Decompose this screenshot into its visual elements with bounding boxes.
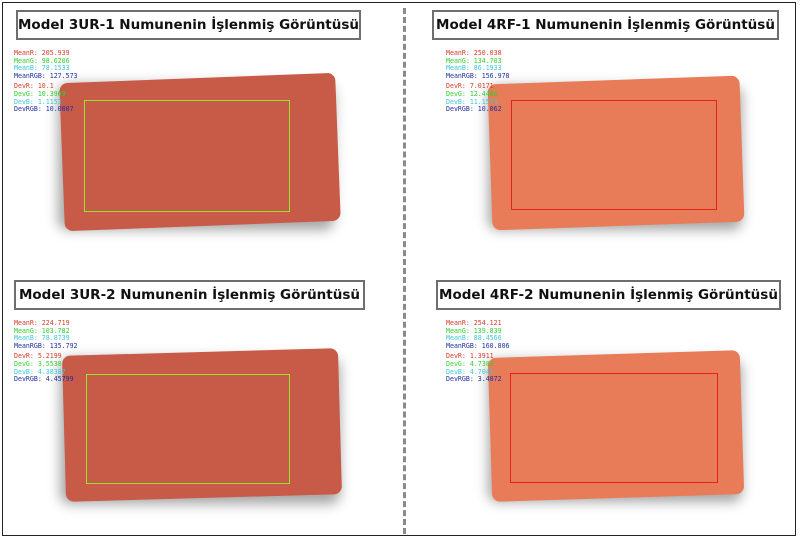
panel-title: Model 4RF-1 Numunenin İşlenmiş Görüntüsü	[432, 10, 779, 40]
mean-rgb: MeanRGB: 160.806	[446, 341, 510, 350]
stats-block: MeanR: 250.038 MeanG: 134.703 MeanB: 86.…	[446, 49, 510, 114]
mean-r: MeanR: 250.038	[446, 49, 502, 57]
dev-b: DevB: 11.1573	[446, 97, 498, 106]
mean-r: MeanR: 205.939	[14, 49, 70, 57]
panel-title: Model 4RF-2 Numunenin İşlenmiş Görüntüsü	[436, 280, 781, 310]
mean-g: MeanG: 139.839	[446, 326, 502, 335]
dev-b: DevB: 4.7041	[446, 367, 494, 376]
mean-g: MeanG: 134.703	[446, 56, 502, 65]
roi-rectangle	[84, 100, 290, 212]
mean-r: MeanR: 254.121	[446, 319, 502, 327]
mean-rgb: MeanRGB: 156.978	[446, 71, 510, 80]
panel-3ur-2: Model 3UR-2 Numunenin İşlenmiş Görüntüsü…	[6, 274, 401, 539]
panel-4rf-1: Model 4RF-1 Numunenin İşlenmiş Görüntüsü…	[406, 4, 800, 269]
dev-r: DevR: 10.1	[14, 82, 54, 91]
mean-b: MeanB: 86.1933	[446, 64, 502, 73]
stats-block: MeanR: 254.121 MeanG: 139.839 MeanB: 88.…	[446, 319, 510, 384]
dev-r: DevR: 1.3911	[446, 352, 494, 361]
roi-rectangle	[510, 373, 718, 483]
vertical-divider	[403, 8, 406, 534]
panel-3ur-1: Model 3UR-1 Numunenin İşlenmiş Görüntüsü…	[6, 4, 401, 269]
dev-rgb: DevRGB: 10.0007	[14, 105, 74, 114]
panel-title: Model 3UR-2 Numunenin İşlenmiş Görüntüsü	[14, 280, 365, 310]
mean-g: MeanG: 103.782	[14, 326, 70, 335]
dev-g: DevG: 4.7383	[446, 359, 494, 368]
panel-4rf-2: Model 4RF-2 Numunenin İşlenmiş Görüntüsü…	[406, 274, 800, 539]
mean-b: MeanB: 88.4566	[446, 334, 502, 343]
mean-rgb: MeanRGB: 135.792	[14, 341, 78, 350]
dev-r: DevR: 7.0171	[446, 82, 494, 91]
dev-r: DevR: 5.2199	[14, 352, 62, 361]
dev-b: DevB: 1.1153	[14, 97, 62, 106]
panel-title: Model 3UR-1 Numunenin İşlenmiş Görüntüsü	[16, 10, 361, 40]
stats-block: MeanR: 205.939 MeanG: 98.6206 MeanB: 78.…	[14, 49, 78, 114]
dev-g: DevG: 12.4486	[446, 89, 498, 98]
stats-block: MeanR: 224.719 MeanG: 103.782 MeanB: 78.…	[14, 319, 78, 384]
mean-rgb: MeanRGB: 127.573	[14, 71, 78, 80]
roi-rectangle	[511, 100, 717, 210]
dev-g: DevG: 3.5538	[14, 359, 62, 368]
dev-rgb: DevRGB: 3.4872	[446, 375, 502, 384]
dev-b: DevB: 4.38387	[14, 367, 66, 376]
dev-rgb: DevRGB: 4.45799	[14, 375, 74, 384]
roi-rectangle	[86, 374, 290, 484]
dev-rgb: DevRGB: 10.062	[446, 105, 502, 114]
mean-b: MeanB: 78.8739	[14, 334, 70, 343]
dev-g: DevG: 10.3969	[14, 89, 66, 98]
mean-r: MeanR: 224.719	[14, 319, 70, 327]
mean-g: MeanG: 98.6206	[14, 56, 70, 65]
mean-b: MeanB: 78.1533	[14, 64, 70, 73]
